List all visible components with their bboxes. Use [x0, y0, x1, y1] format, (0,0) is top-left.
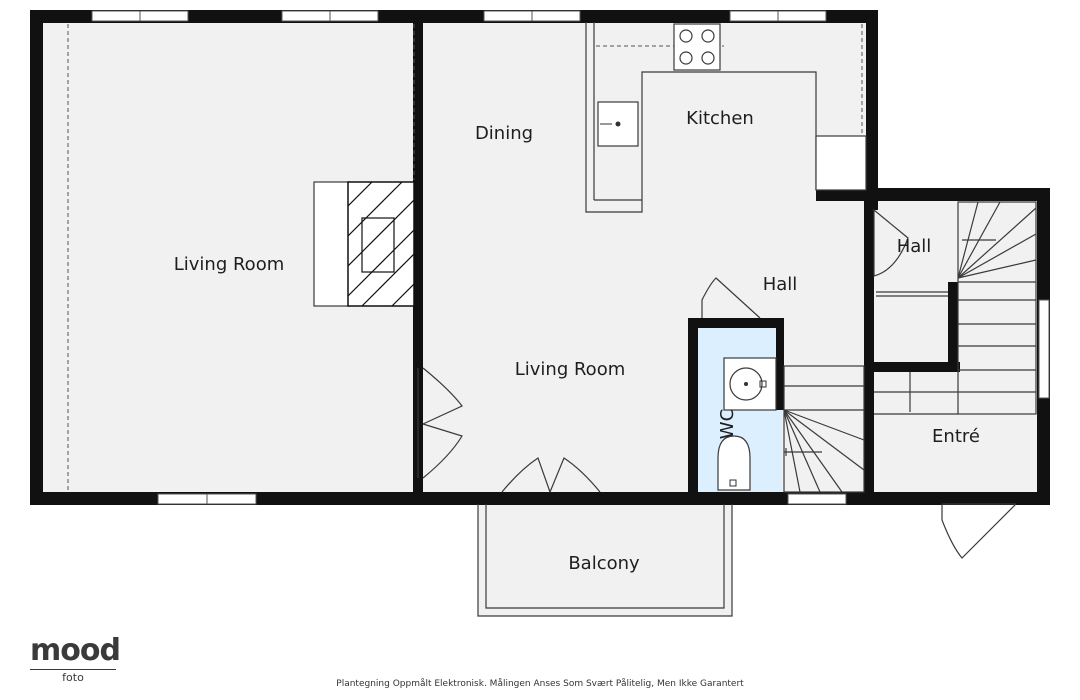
- label-living-room-left: Living Room: [174, 254, 285, 275]
- label-hall-center: Hall: [763, 274, 798, 295]
- logo-brand-text: mood: [30, 633, 121, 668]
- label-dining: Dining: [475, 123, 533, 144]
- footer-disclaimer: Plantegning Oppmålt Elektronisk. Målinge…: [336, 679, 744, 689]
- doors: [417, 208, 1017, 559]
- label-wc: WC: [717, 409, 738, 439]
- label-balcony: Balcony: [568, 553, 640, 574]
- logo-sub-text: foto: [30, 669, 116, 684]
- balcony-floor: [478, 504, 732, 616]
- wc-fixtures: [717, 357, 777, 491]
- kitchen-counter: [585, 22, 867, 213]
- label-entre: Entré: [932, 426, 980, 447]
- windows: [91, 10, 1050, 505]
- fireplace: [313, 181, 415, 307]
- walls: [30, 10, 1050, 505]
- stairs-center: [783, 365, 865, 493]
- balcony: [477, 504, 733, 617]
- stairs-right: [874, 201, 1037, 415]
- label-hall-right: Hall: [897, 236, 932, 257]
- label-kitchen: Kitchen: [686, 108, 754, 129]
- label-living-room-center: Living Room: [515, 359, 626, 380]
- brand-logo: mood foto: [30, 636, 122, 684]
